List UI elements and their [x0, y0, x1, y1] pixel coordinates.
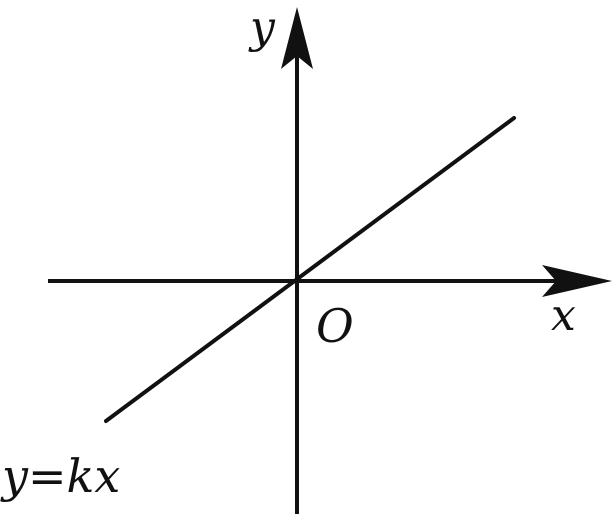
x-axis-arrowhead — [542, 265, 612, 297]
y-axis-label: y — [248, 2, 276, 53]
proportional-line — [104, 116, 516, 423]
origin-label: O — [316, 299, 354, 353]
line-equation-label: y=kx — [0, 449, 120, 503]
y-axis-arrowhead — [281, 7, 313, 69]
x-axis-label: x — [551, 290, 576, 341]
